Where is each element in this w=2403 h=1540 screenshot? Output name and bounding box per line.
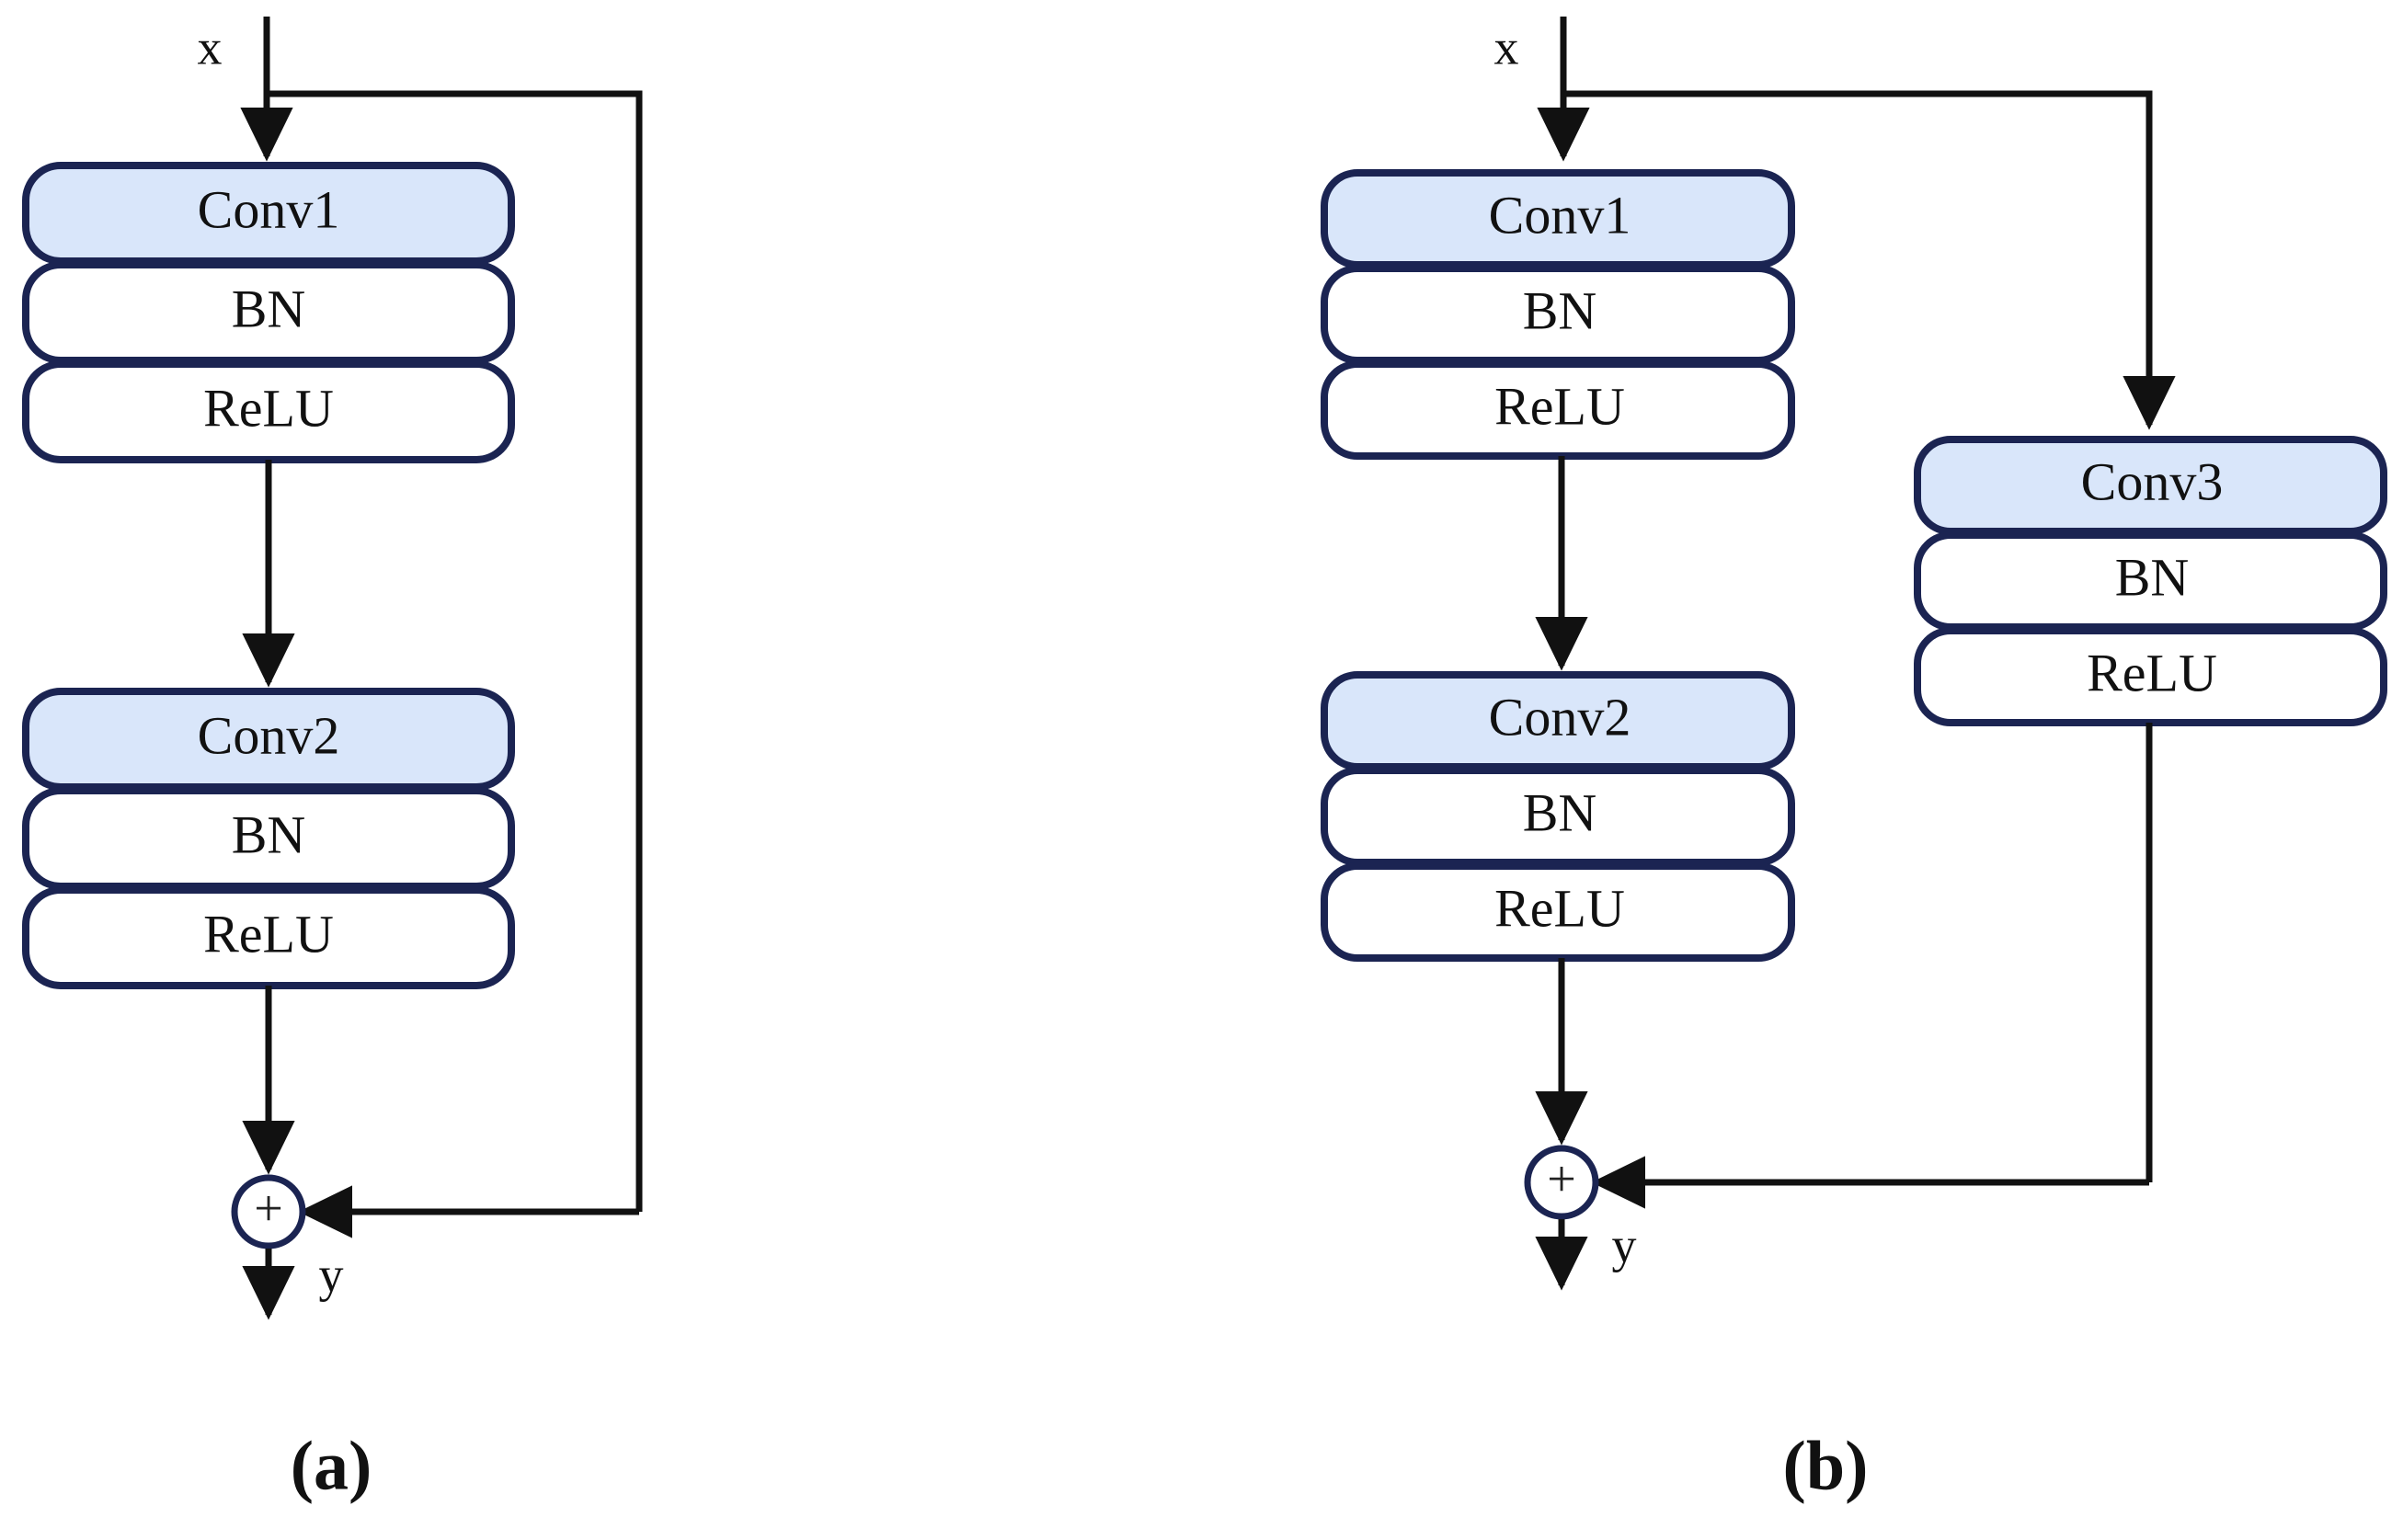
panel-a-block-bn-1-label: BN [232, 279, 306, 338]
panel-b-block-relu-3-label: ReLU [2087, 643, 2217, 702]
panel-b-block-conv1-label: Conv1 [1489, 185, 1631, 245]
panel-a-block-bn-2-label: BN [232, 804, 306, 864]
panel-b-group-1: Conv1 BN ReLU [1321, 169, 1795, 460]
panel-a-caption: (a) [291, 1427, 372, 1504]
panel-b-block-conv2-label: Conv2 [1489, 687, 1631, 747]
panel-a-block-conv2-label: Conv2 [198, 705, 340, 765]
panel-a-group-2: Conv2 BN ReLU [22, 688, 515, 989]
panel-b-block-relu-2[interactable] [1321, 862, 1795, 962]
panel-b-input-label: x [1494, 19, 1519, 74]
panel-a-block-relu-2-label: ReLU [203, 904, 334, 964]
panel-b-shortcut-group: Conv3 BN ReLU [1914, 436, 2387, 726]
panel-a-add-node[interactable] [231, 1174, 306, 1249]
panel-b-group-2: Conv2 BN ReLU [1321, 671, 1795, 962]
panel-a-add-symbol: + [254, 1181, 283, 1238]
panel-b-block-relu-1-label: ReLU [1494, 376, 1625, 436]
panel-a: x Conv1 BN ReLU Conv2 BN [22, 17, 643, 1504]
panel-b: x Conv1 BN ReLU Conv2 BN Re [1321, 17, 2387, 1504]
panel-a-output-label: y [319, 1247, 344, 1302]
panel-a-block-relu-1-label: ReLU [203, 378, 334, 438]
panel-b-caption: (b) [1783, 1427, 1869, 1504]
panel-a-group-1: Conv1 BN ReLU [22, 162, 515, 463]
panel-b-block-relu-1[interactable] [1321, 360, 1795, 460]
panel-b-output-label: y [1612, 1217, 1637, 1272]
panel-b-add-node[interactable] [1524, 1145, 1599, 1220]
panel-b-shortcut-in-path [1563, 90, 2176, 430]
panel-b-add-symbol: + [1547, 1151, 1576, 1208]
panel-a-input-label: x [198, 19, 223, 74]
panel-a-shortcut-path [267, 90, 643, 1212]
panel-b-block-conv3-label: Conv3 [2081, 451, 2224, 511]
panel-b-block-relu-2-label: ReLU [1494, 878, 1625, 938]
panel-b-block-bn-3-label: BN [2115, 547, 2190, 607]
panel-b-block-bn-1-label: BN [1523, 280, 1597, 340]
panel-b-block-bn-2-label: BN [1523, 782, 1597, 842]
panel-a-block-conv1-label: Conv1 [198, 179, 340, 239]
